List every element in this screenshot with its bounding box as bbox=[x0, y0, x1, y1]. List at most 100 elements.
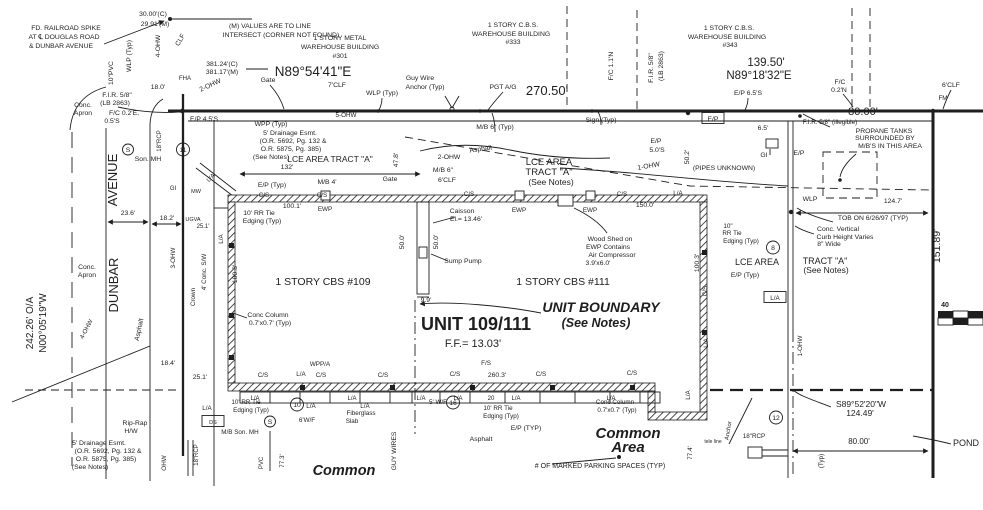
bearing-north-boundary: N89°54'41"E bbox=[275, 64, 352, 79]
dim-124-7: 124.7' bbox=[884, 198, 902, 205]
propane-tank-area bbox=[822, 151, 878, 199]
guy-wires-label: GUY WIRES bbox=[391, 431, 398, 470]
plat-label-top_left: 0.5'S bbox=[104, 118, 120, 125]
building-343-line1: 1 STORY C.B.S. bbox=[704, 25, 754, 32]
plat-label-top_left: 18.0' bbox=[151, 84, 166, 91]
propane-note-line1: PROPANE TANKS bbox=[856, 128, 913, 135]
parking-count-8: 8 bbox=[771, 245, 775, 252]
plat-label-building: (See Notes) bbox=[562, 316, 631, 330]
plat-label-road_dunbar: UGVA bbox=[185, 217, 201, 223]
unit-boundary-label: UNIT BOUNDARY bbox=[542, 299, 661, 315]
plat-label-building: C/S bbox=[258, 372, 269, 379]
plat-label-top_center: WAREHOUSE BUILDING bbox=[472, 31, 550, 38]
plat-label-building: C/S bbox=[627, 370, 638, 377]
plat-label-top_right: 0.2'N bbox=[831, 87, 847, 94]
unit-boundary-leader bbox=[419, 300, 542, 314]
plat-label-top_right: 1-OHW bbox=[637, 161, 661, 172]
plat-label-south_area: OHW bbox=[161, 455, 168, 470]
plat-label-building: 3.9'x6.0' bbox=[586, 260, 611, 267]
plat-label-top_left: 381.24'(C) bbox=[206, 61, 238, 68]
plat-label-road_dunbar: 23.6' bbox=[121, 210, 136, 217]
plat-label-road_dunbar: 4-OHW bbox=[79, 318, 95, 340]
plat-label-road_dunbar: 4' Conc. S/W bbox=[201, 254, 208, 291]
plat-label-top_center: 7'CLF bbox=[328, 82, 346, 89]
plat-label-building: C/S bbox=[316, 372, 327, 379]
plat-label-south_area: 18"RCP bbox=[194, 444, 200, 465]
dim-151-89: 151.89' bbox=[931, 229, 943, 263]
plat-label-south_area: Edging (Typ) bbox=[483, 413, 519, 420]
plat-label-top_left: CLF bbox=[174, 33, 186, 48]
parking-count-10-circle bbox=[290, 397, 304, 412]
plat-label-road_dunbar: Son. MH bbox=[135, 156, 162, 163]
sanitary-manhole-symbol-circle bbox=[264, 415, 276, 428]
plat-label-top_center: F.I.R. 5/8" bbox=[648, 53, 655, 83]
plat-label-south_area: L/A bbox=[347, 396, 356, 402]
ewp-post bbox=[514, 190, 525, 201]
plat-label-top_left: Conc. bbox=[74, 102, 92, 109]
plat-label-bottom_right: tele line bbox=[704, 439, 721, 445]
parking-count-16-circle bbox=[446, 395, 460, 410]
parking-count-8-circle bbox=[766, 240, 780, 255]
plat-label-south_area: Slab bbox=[346, 418, 359, 425]
plat-label-top_right: 6.5' bbox=[758, 125, 769, 132]
plat-label-south_area: Common bbox=[313, 463, 376, 479]
found-railroad-spike-note: FD. RAILROAD SPIKE bbox=[31, 25, 101, 32]
plat-label-top_left: Apron bbox=[74, 110, 92, 117]
plat-label-south_area: (See Notes) bbox=[72, 464, 108, 471]
plat-label-top_left: E/P 4.5'S bbox=[190, 116, 218, 123]
plat-label-south_area: 10' RR Tie bbox=[231, 399, 261, 406]
plat-label-lce_north: Edging (Typ) bbox=[243, 218, 282, 225]
plat-label-right_side: L/A bbox=[770, 295, 780, 302]
plat-label-lce_north: C/S bbox=[259, 192, 270, 199]
plat-label-top_right: GI bbox=[760, 152, 767, 159]
drainage-easement-note: 5' Drainage Esmt. bbox=[263, 130, 317, 137]
dim-124-49: 124.49' bbox=[846, 408, 874, 418]
plat-label-road_dunbar: Crown bbox=[190, 287, 197, 306]
plat-label-building: 100.3' bbox=[694, 254, 701, 272]
plat-label-top_right: M/B'S IN THIS AREA bbox=[858, 143, 922, 150]
dim-132: 132' bbox=[281, 164, 294, 171]
dim-80-00-bottom: 80.00' bbox=[848, 437, 870, 446]
north-boundary-lines bbox=[103, 6, 983, 197]
bearing-south-boundary: S89°52'20"W bbox=[836, 399, 886, 409]
plat-label-right_side: E/P (Typ) bbox=[731, 272, 759, 279]
plat-label-south_area: Asphalt bbox=[470, 436, 493, 443]
plat-label-top_right: TOB ON 6/26/97 (TYP) bbox=[838, 215, 908, 222]
plat-label-top_center: WLP (Typ) bbox=[366, 90, 398, 97]
plat-label-south_area: E/P (TYP) bbox=[511, 425, 541, 432]
plat-label-lce_north: 47.8' bbox=[393, 153, 400, 168]
ewp-post bbox=[585, 190, 596, 201]
bearing-north-east: N89°18'32"E bbox=[726, 70, 792, 82]
plat-label-top_right: WAREHOUSE BUILDING bbox=[688, 34, 766, 41]
street-name-dunbar: DUNBAR bbox=[106, 258, 121, 313]
plat-label-lce_north: Gate bbox=[383, 176, 398, 183]
dim-100-1: 100.1' bbox=[283, 203, 301, 210]
overhead-wire-curve bbox=[559, 167, 789, 187]
plat-label-road_dunbar: Apron bbox=[78, 272, 96, 279]
tract-a-label: TRACT "A" bbox=[803, 256, 848, 266]
lce-area-tract-a: LCE AREA bbox=[526, 157, 573, 168]
plat-label-south_area: Area bbox=[610, 439, 644, 456]
plat-label-south_area: O.R. 5875, Pg. 385) bbox=[76, 456, 136, 463]
plat-label-south_area: L/A bbox=[453, 396, 462, 402]
building-333-line1: 1 STORY C.B.S. bbox=[488, 22, 538, 29]
plat-label-south_area: 0.7'x0.7' (Typ) bbox=[597, 407, 636, 414]
plat-label-south_area: Rip-Rap bbox=[123, 420, 148, 427]
plat-label-top_right: Conc. Vertical bbox=[817, 226, 859, 233]
plat-label-top_right: M/B 6" (Typ) bbox=[476, 124, 514, 131]
plat-label-road_dunbar: 25.1' bbox=[197, 224, 210, 230]
plat-label-lce_north: C/S bbox=[617, 191, 628, 198]
plat-label-top_right: Sign (Typ) bbox=[586, 117, 617, 124]
plat-label-top_left: (LB 2863) bbox=[100, 100, 130, 107]
plat-label-south_area: M/B Son. MH bbox=[221, 429, 259, 436]
ewp-post bbox=[320, 190, 331, 201]
east-boundary-lines bbox=[710, 111, 952, 478]
plat-label-building: WPP/A bbox=[310, 361, 331, 368]
wlp-point bbox=[788, 209, 794, 215]
building-111-label: 1 STORY CBS #111 bbox=[516, 276, 610, 288]
plat-label-top_left: F/C 0.2'E, bbox=[109, 110, 139, 117]
interior-partition-wall bbox=[416, 201, 430, 295]
plat-label-top_right: 6'CLF bbox=[942, 82, 960, 89]
plat-label-road_dunbar: Conc. bbox=[78, 264, 96, 271]
plat-label-south_area: L/A bbox=[202, 405, 212, 412]
